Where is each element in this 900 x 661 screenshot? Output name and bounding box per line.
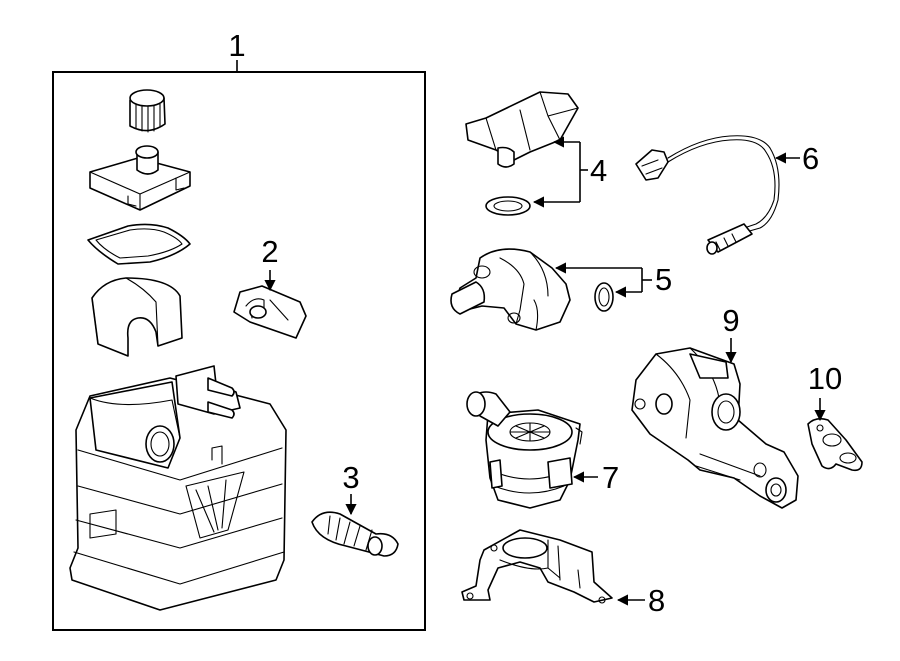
vent-cap bbox=[129, 89, 166, 133]
part-7-pump: 7 bbox=[466, 391, 619, 509]
part-3-hose bbox=[311, 511, 399, 557]
callout-5: 5 bbox=[655, 262, 672, 297]
filter-shroud bbox=[91, 277, 183, 357]
part-10-gasket: 10 bbox=[807, 361, 863, 472]
callout-10: 10 bbox=[808, 361, 842, 396]
callout-7: 7 bbox=[602, 460, 619, 495]
part-5-valve-group: 5 bbox=[450, 248, 672, 331]
callout-4: 4 bbox=[590, 153, 607, 188]
part-8-bracket: 8 bbox=[461, 529, 665, 618]
canister-assembly-frame bbox=[52, 71, 426, 631]
canister-body bbox=[69, 365, 287, 611]
part-2-clip bbox=[233, 285, 307, 339]
callout-2: 2 bbox=[261, 234, 278, 269]
callout-6: 6 bbox=[802, 141, 819, 176]
part-4-sensor-group: 4 bbox=[465, 91, 607, 216]
part-9-valve-assembly: 9 bbox=[631, 303, 799, 509]
callout-3: 3 bbox=[342, 460, 359, 495]
callout-1: 1 bbox=[228, 28, 245, 63]
canister-gasket bbox=[87, 223, 191, 265]
canister-cover bbox=[89, 145, 191, 211]
part-6-sensor-wire: 6 bbox=[635, 135, 819, 255]
callout-8: 8 bbox=[648, 583, 665, 618]
callout-9: 9 bbox=[722, 303, 739, 338]
canister-assembly-group: 1 bbox=[52, 28, 426, 631]
